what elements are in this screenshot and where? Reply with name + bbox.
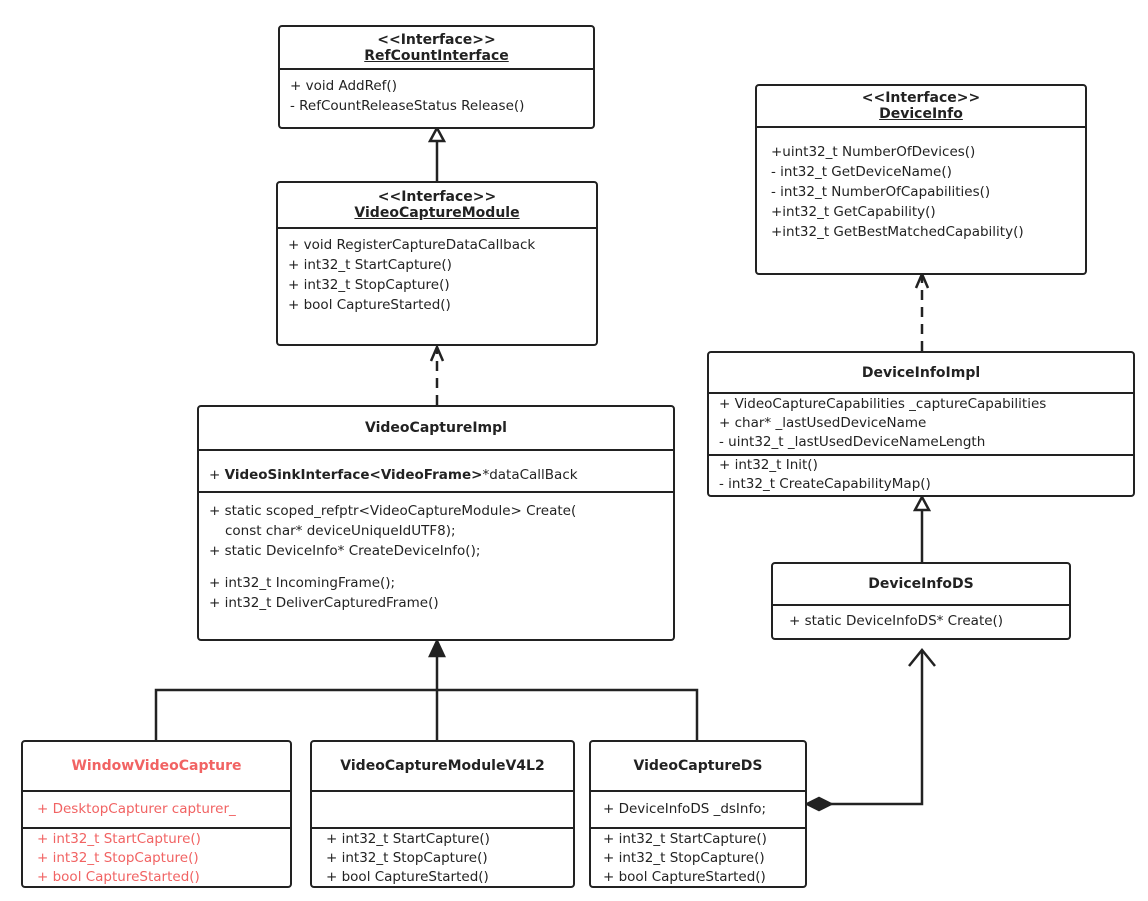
composition-diamond (804, 796, 834, 812)
methods-section: + int32_t StartCapture() + int32_t StopC… (312, 829, 573, 886)
method-line: + bool CaptureStarted() (37, 869, 200, 885)
methods-section: + void AddRef() - RefCountReleaseStatus … (280, 70, 593, 118)
class-header: DeviceInfoImpl (709, 353, 1133, 394)
attribute-prefix: + (209, 467, 225, 483)
class-videocaptureds: VideoCaptureDS + DeviceInfoDS _dsInfo; +… (589, 740, 807, 888)
attribute-line: + VideoSinkInterface<VideoFrame>*dataCal… (209, 465, 663, 485)
method-line: + int32_t StartCapture() (326, 831, 490, 847)
stereotype-label: <<Interface>> (377, 31, 496, 48)
class-refcountinterface: <<Interface>> RefCountInterface + void A… (278, 25, 595, 129)
class-header: VideoCaptureDS (591, 742, 805, 792)
methods-section: + int32_t StartCapture() + int32_t StopC… (591, 829, 805, 886)
class-name: VideoCaptureImpl (365, 420, 507, 436)
method-line: - int32_t CreateCapabilityMap() (719, 476, 931, 492)
methods-section: + static scoped_refptr<VideoCaptureModul… (199, 493, 673, 615)
methods-section: + int32_t StartCapture() + int32_t StopC… (23, 829, 290, 886)
attributes-section: + VideoSinkInterface<VideoFrame>*dataCal… (199, 451, 673, 493)
method-line: + static scoped_refptr<VideoCaptureModul… (209, 503, 577, 519)
method-line: - int32_t NumberOfCapabilities() (771, 184, 991, 200)
attributes-section: + DesktopCapturer capturer_ (23, 792, 290, 829)
method-line: + int32_t StartCapture() (603, 831, 767, 847)
edge-ds-to-deviceinfods (831, 650, 924, 806)
attribute-line: + DeviceInfoDS _dsInfo; (603, 801, 767, 817)
methods-section: +uint32_t NumberOfDevices() - int32_t Ge… (757, 128, 1085, 244)
method-line: - int32_t GetDeviceName() (771, 164, 952, 180)
method-line: +int32_t GetBestMatchedCapability() (771, 224, 1024, 240)
class-header: <<Interface>> VideoCaptureModule (278, 183, 596, 229)
class-name: DeviceInfo (879, 106, 963, 122)
attribute-line: + char* _lastUsedDeviceName (719, 415, 927, 431)
class-deviceinfoimpl: DeviceInfoImpl + VideoCaptureCapabilitie… (707, 351, 1135, 497)
hollow-triangle-arrow (427, 125, 447, 143)
method-line: + int32_t StartCapture() (37, 831, 201, 847)
class-name: VideoCaptureDS (633, 758, 763, 774)
class-name: VideoCaptureModuleV4L2 (340, 758, 545, 774)
hollow-triangle-arrow (912, 494, 932, 512)
attributes-section: + VideoCaptureCapabilities _captureCapab… (709, 394, 1133, 456)
method-line: + int32_t IncomingFrame(); (209, 575, 396, 591)
class-deviceinfods: DeviceInfoDS + static DeviceInfoDS* Crea… (771, 562, 1071, 640)
method-line: +uint32_t NumberOfDevices() (771, 144, 976, 160)
class-windowvideocapture: WindowVideoCapture + DesktopCapturer cap… (21, 740, 292, 888)
method-line: + int32_t Init() (719, 457, 818, 473)
class-name: RefCountInterface (364, 47, 509, 64)
class-name: VideoCaptureModule (354, 205, 520, 221)
method-line: + static DeviceInfo* CreateDeviceInfo(); (209, 543, 481, 559)
method-line: + bool CaptureStarted() (603, 869, 766, 885)
attribute-line: - uint32_t _lastUsedDeviceNameLength (719, 434, 986, 450)
method-line: + int32_t StopCapture() (603, 850, 765, 866)
method-line: + void AddRef() (290, 78, 397, 94)
method-line: + int32_t DeliverCapturedFrame() (209, 595, 439, 611)
method-line: - RefCountReleaseStatus Release() (290, 98, 525, 114)
attribute-line: + DesktopCapturer capturer_ (37, 801, 236, 817)
class-videocapturemodulev4l2: VideoCaptureModuleV4L2 + int32_t StartCa… (310, 740, 575, 888)
attribute-line: + VideoCaptureCapabilities _captureCapab… (719, 396, 1047, 412)
method-line: + int32_t StopCapture() (37, 850, 199, 866)
attribute-type: VideoSinkInterface<VideoFrame> (224, 467, 483, 483)
edge-subclasses-to-impl (154, 688, 699, 740)
methods-section: + static DeviceInfoDS* Create() (773, 606, 1069, 633)
class-name: WindowVideoCapture (71, 758, 242, 774)
class-header: DeviceInfoDS (773, 564, 1069, 606)
class-header: <<Interface>> DeviceInfo (757, 86, 1085, 128)
class-header: VideoCaptureModuleV4L2 (312, 742, 573, 792)
method-line: +int32_t GetCapability() (771, 204, 936, 220)
class-header: <<Interface>> RefCountInterface (280, 27, 593, 70)
attribute-name: *dataCallBack (482, 467, 578, 483)
method-line: + int32_t StopCapture() (326, 850, 488, 866)
class-videocapturemodule: <<Interface>> VideoCaptureModule + void … (276, 181, 598, 346)
filled-triangle-arrow (428, 638, 446, 658)
method-line: + bool CaptureStarted() (326, 869, 489, 885)
class-name: DeviceInfoDS (868, 576, 974, 592)
attributes-section: + DeviceInfoDS _dsInfo; (591, 792, 805, 829)
class-header: VideoCaptureImpl (199, 407, 673, 451)
method-line: + int32_t StartCapture() (288, 257, 452, 273)
class-deviceinfo: <<Interface>> DeviceInfo +uint32_t Numbe… (755, 84, 1087, 275)
open-arrow-head (908, 648, 936, 667)
method-line: + int32_t StopCapture() (288, 277, 450, 293)
class-header: WindowVideoCapture (23, 742, 290, 792)
class-name: DeviceInfoImpl (861, 364, 981, 381)
method-line: + static DeviceInfoDS* Create() (789, 613, 1004, 629)
stereotype-label: <<Interface>> (377, 189, 497, 205)
methods-section: + int32_t Init() - int32_t CreateCapabil… (709, 456, 1133, 495)
attributes-section-empty (312, 792, 573, 829)
stereotype-label: <<Interface>> (861, 90, 981, 106)
method-line: const char* deviceUniqueIdUTF8); (225, 523, 456, 539)
method-line: + void RegisterCaptureDataCallback (288, 237, 536, 253)
class-videocaptureimpl: VideoCaptureImpl + VideoSinkInterface<Vi… (197, 405, 675, 641)
methods-section: + void RegisterCaptureDataCallback + int… (278, 229, 596, 317)
open-arrow-head (429, 343, 445, 362)
method-line: + bool CaptureStarted() (288, 297, 451, 313)
